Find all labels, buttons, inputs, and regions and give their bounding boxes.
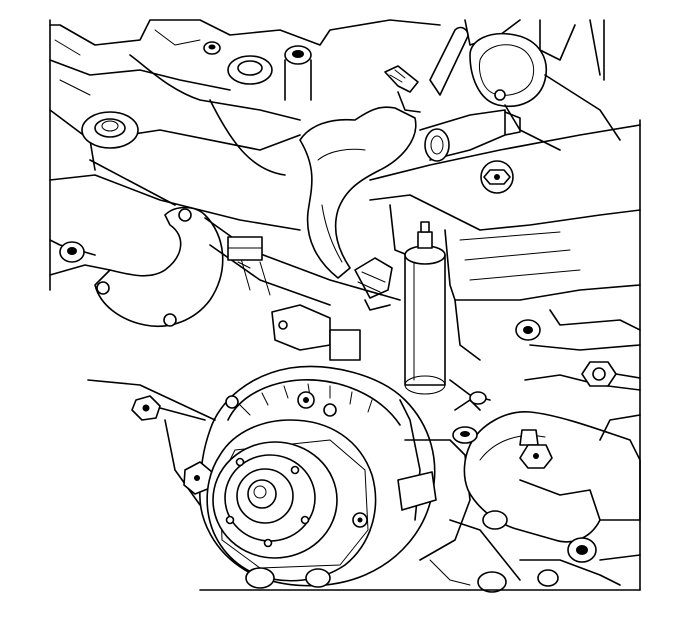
bracket-tab (271, 304, 361, 361)
hose-clamp-upper (384, 65, 421, 113)
pulley-bolt-holes (225, 457, 310, 548)
alternator-pulley (212, 441, 338, 559)
manifold-bolt-small (203, 41, 221, 55)
bypass-pipe (419, 26, 521, 162)
manifold-port-left (81, 111, 139, 149)
valve-cover-bolt-mid (515, 319, 541, 341)
hose-clamp-lower (354, 257, 393, 311)
valve-cover-bolt-right (581, 361, 641, 387)
alternator-mount-bolt-left (87, 379, 216, 421)
alternator-bracket (94, 206, 401, 327)
exhaust-stud-bolt (519, 429, 553, 469)
lower-block-castings (429, 510, 641, 593)
exhaust-manifold (449, 379, 641, 543)
alternator-through-bolts (225, 391, 368, 528)
valve-cover-bolt-top (480, 160, 514, 194)
manifold-port-center (227, 55, 273, 85)
border-edges (49, 19, 641, 591)
manifold-bolt-left (59, 241, 85, 263)
upper-coolant-hose (299, 106, 417, 279)
dipstick-tube (404, 221, 446, 395)
thermostat-housing (469, 33, 621, 151)
alternator-rear-lugs (245, 567, 331, 589)
manifold-bolt-center (452, 391, 487, 444)
bracket-sensor (227, 236, 263, 269)
manifold-stud-top (284, 45, 312, 101)
